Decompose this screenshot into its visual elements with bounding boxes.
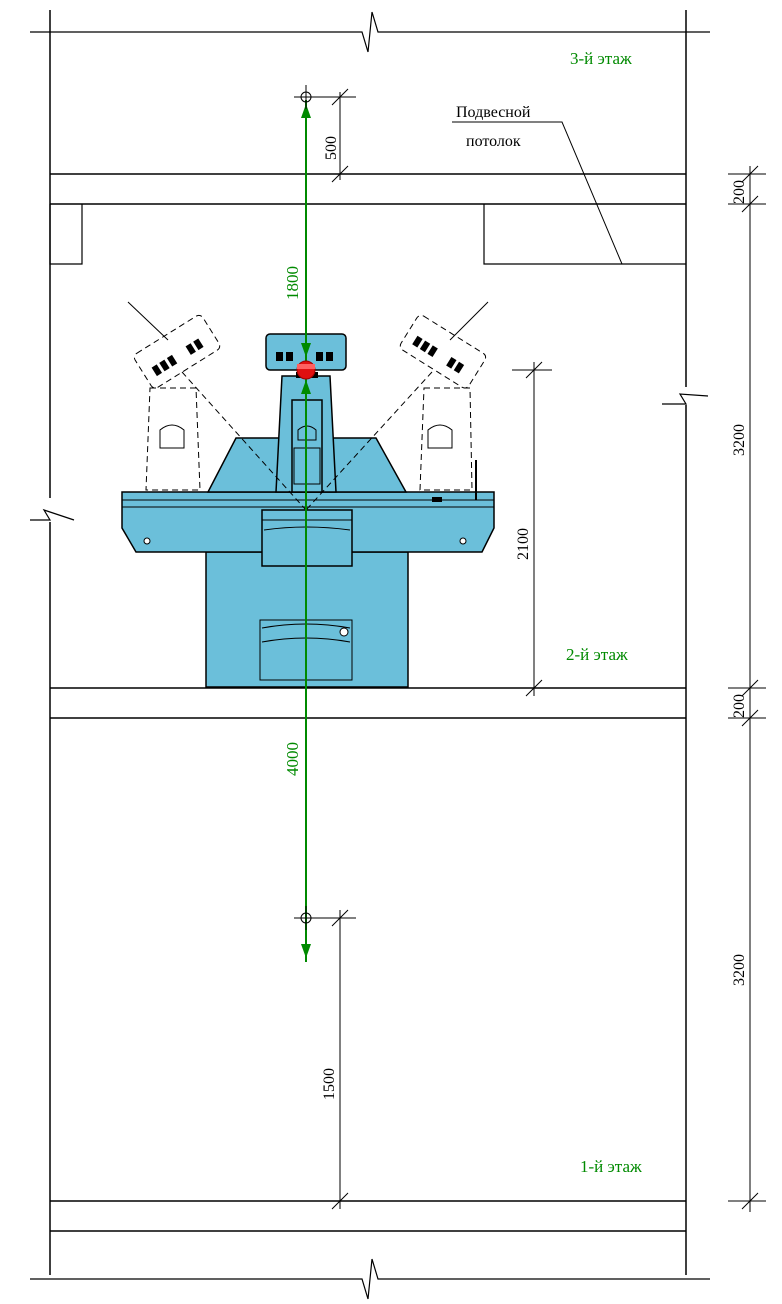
- dim-1800-label: 1800: [283, 266, 302, 300]
- ceiling-leader: [452, 121, 623, 265]
- floor-2-label: 2-й этаж: [566, 645, 628, 664]
- dim-1500-label: 1500: [321, 1068, 338, 1100]
- dim-slab-top-label: 200: [731, 180, 748, 204]
- dimension-500: [312, 88, 356, 183]
- ceiling-label-line2: потолок: [466, 133, 521, 150]
- dim-4000-label: 4000: [283, 742, 302, 776]
- tube-position-right: [399, 301, 489, 491]
- dim-2100-label: 2100: [515, 528, 532, 560]
- focus-marker: [296, 360, 316, 380]
- dim-500-label: 500: [323, 136, 340, 160]
- floor-1-label: 1-й этаж: [580, 1157, 642, 1176]
- break-lines: [30, 11, 710, 1300]
- dim-slab-mid-label: 200: [731, 694, 748, 718]
- dim-storey-upper-label: 3200: [731, 424, 748, 456]
- dimension-storeys: [728, 165, 766, 1212]
- tube-position-left: [127, 301, 221, 491]
- dimension-2100: [512, 361, 552, 697]
- slab-lower: [50, 1200, 686, 1232]
- slab-upper: [50, 173, 686, 205]
- slab-middle: [50, 687, 686, 719]
- suspended-ceiling: [49, 204, 686, 265]
- floor-3-label: 3-й этаж: [570, 49, 632, 68]
- dim-storey-lower-label: 3200: [731, 954, 748, 986]
- ceiling-label-line1: Подвесной: [456, 104, 531, 121]
- dimension-1500: [312, 909, 356, 1210]
